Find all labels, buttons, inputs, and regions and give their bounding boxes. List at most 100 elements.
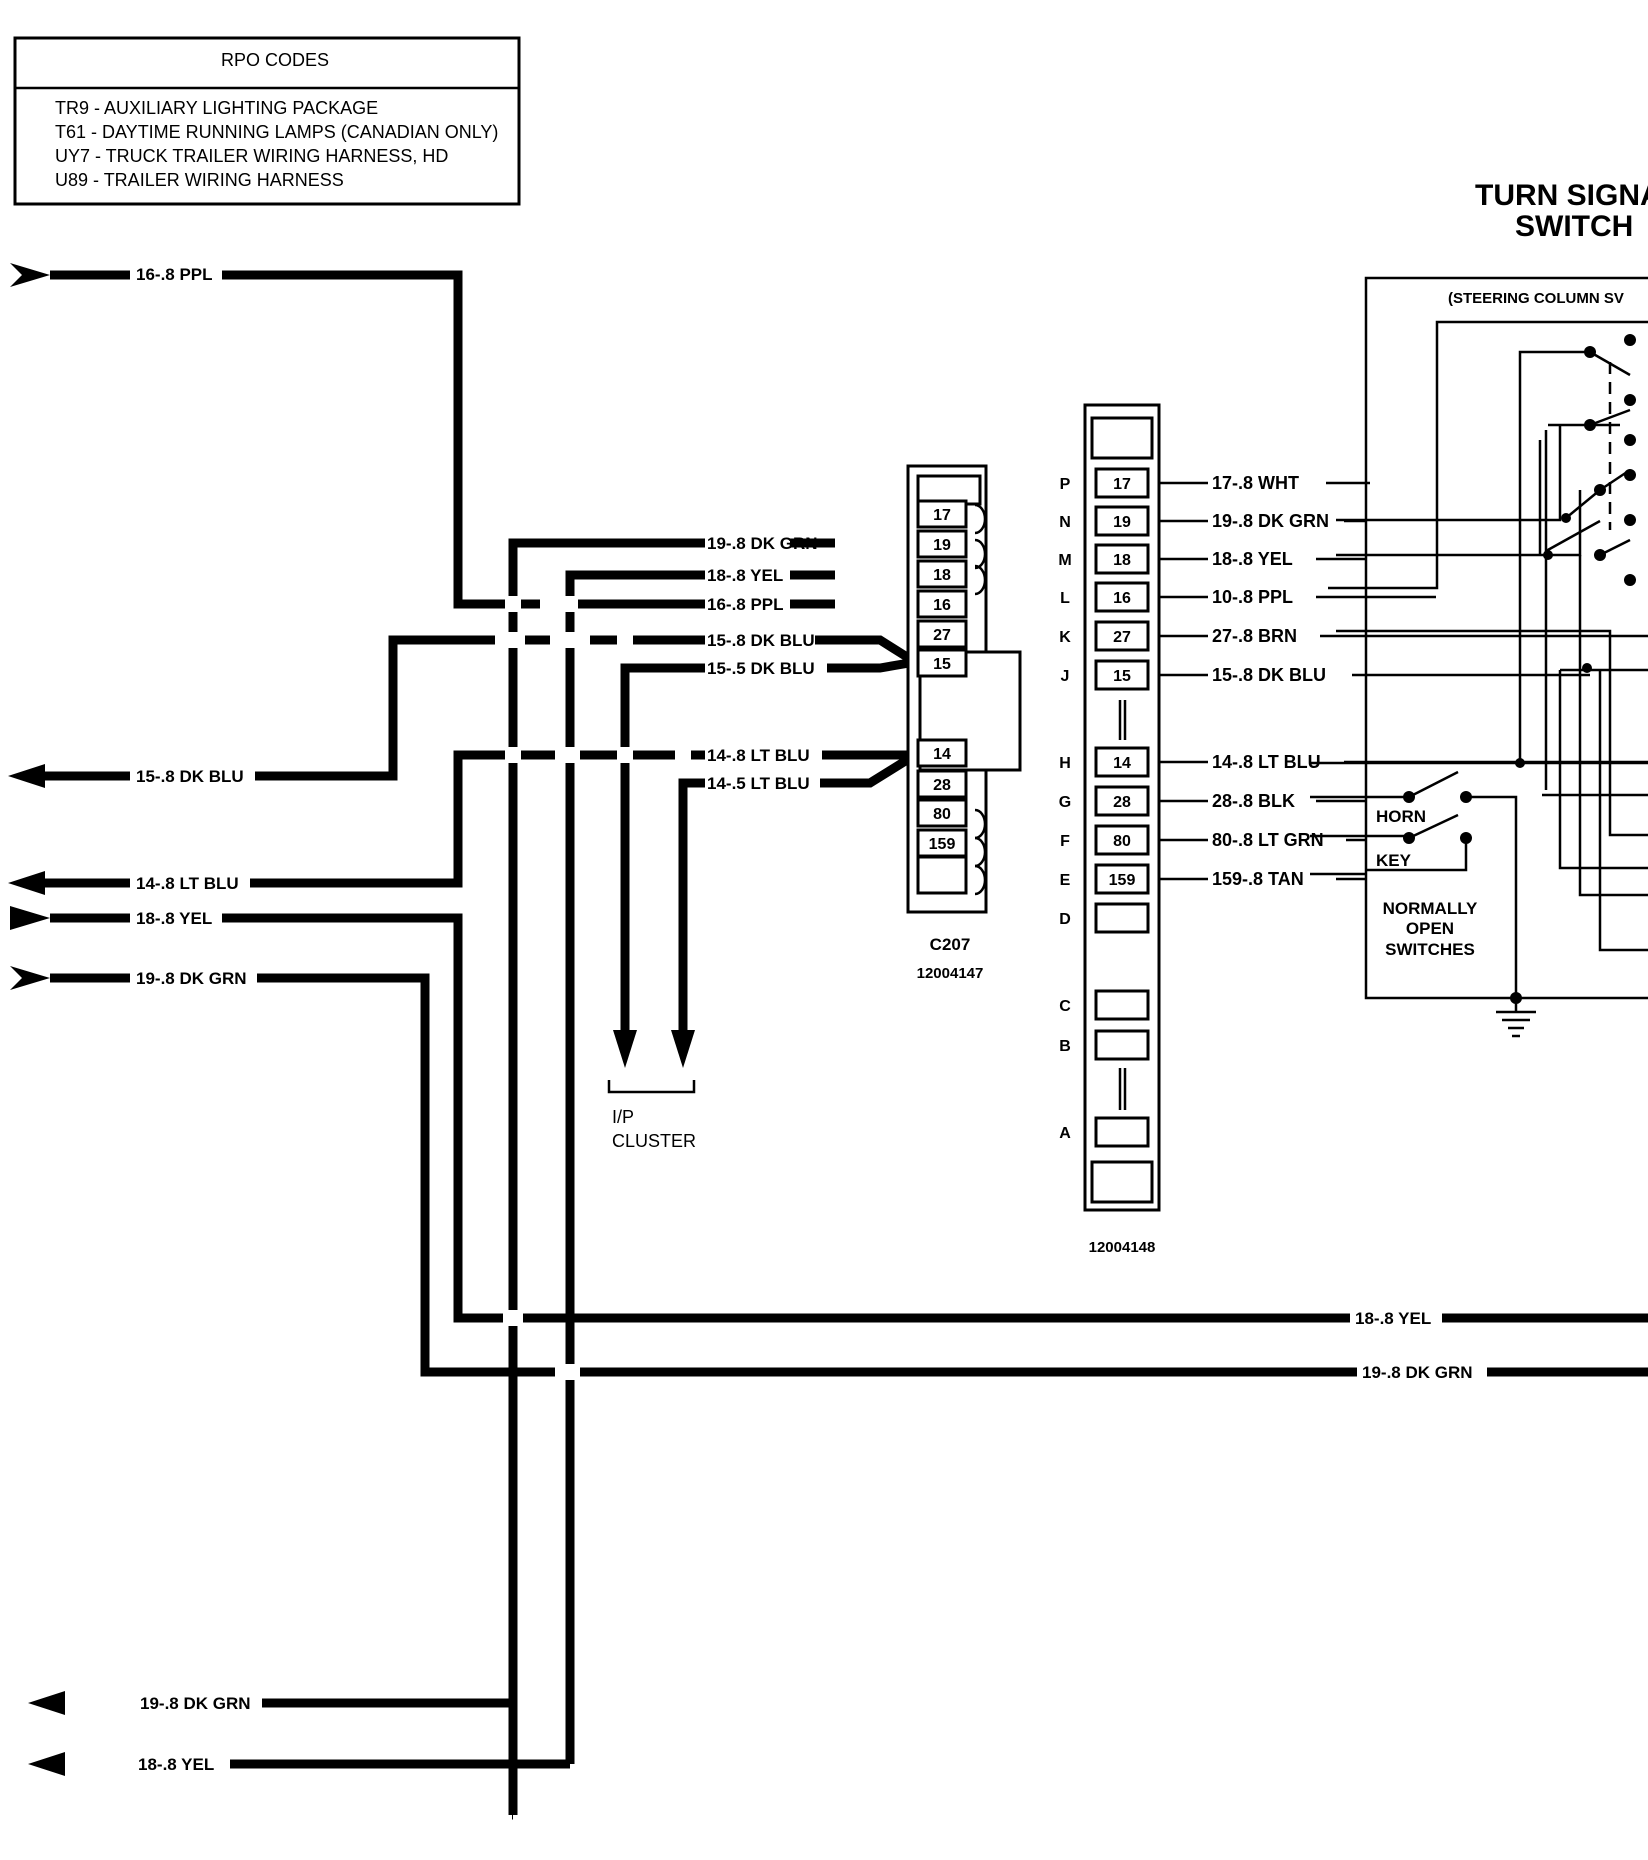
connector2-cavity-letter: C xyxy=(1059,998,1071,1015)
c207-wire-label: 18-.8 YEL xyxy=(707,566,783,585)
right-wire-label: 10-.8 PPL xyxy=(1212,587,1293,607)
connector2-part-number: 12004148 xyxy=(1089,1239,1156,1256)
right-wire-label: 15-.8 DK BLU xyxy=(1212,665,1326,685)
rpo-row: U89 - TRAILER WIRING HARNESS xyxy=(55,170,344,190)
c207-empty-cell xyxy=(916,855,968,895)
switch-note: SWITCHES xyxy=(1385,940,1475,959)
connector2-pin-cell xyxy=(1094,824,1150,856)
c207-pin-number: 14 xyxy=(933,746,951,763)
c207-pin-cell xyxy=(916,619,968,649)
c207-pin-cell xyxy=(916,828,968,858)
c207-pin-cell xyxy=(916,559,968,589)
turn-signal-switch-title: TURN SIGNA SWITCH xyxy=(1475,179,1648,243)
c207-pin-number: 19 xyxy=(933,537,951,554)
connector2-pin-cell xyxy=(1094,746,1150,778)
c207-pin-cell xyxy=(916,798,968,828)
right-wire-label: 28-.8 BLK xyxy=(1212,791,1295,811)
connector2-cavity-letter: H xyxy=(1059,755,1071,772)
connector2-cavity-letter: G xyxy=(1059,794,1071,811)
connector2-pin-number: 28 xyxy=(1113,794,1131,811)
wire-label-dkgrn: 19-.8 DK GRN xyxy=(136,969,247,988)
wire-label-h-dkgrn: 19-.8 DK GRN xyxy=(1362,1363,1473,1382)
wire-label-h-yel: 18-.8 YEL xyxy=(1355,1309,1431,1328)
c207-pin-cell xyxy=(916,738,968,768)
output-arrow-icon xyxy=(8,764,45,788)
c207-wire-label: 19-.8 DK GRN xyxy=(707,534,818,553)
ip-cluster-label: CLUSTER xyxy=(612,1131,696,1151)
c207-pin-number: 80 xyxy=(933,806,951,823)
connector2-cavity-letter: L xyxy=(1060,590,1070,607)
wire-label-dkblu: 15-.8 DK BLU xyxy=(136,767,244,786)
rpo-row: T61 - DAYTIME RUNNING LAMPS (CANADIAN ON… xyxy=(55,122,498,142)
down-arrow-icon xyxy=(613,1030,637,1068)
right-wire-label: 18-.8 YEL xyxy=(1212,549,1293,569)
right-wire-label: 80-.8 LT GRN xyxy=(1212,830,1324,850)
connector2-pin-cell xyxy=(1094,863,1150,895)
connector2-cavity-letter: K xyxy=(1059,629,1071,646)
connector2-pin-number: 17 xyxy=(1113,476,1131,493)
right-wire-label: 159-.8 TAN xyxy=(1212,869,1304,889)
wire-label-ltblu: 14-.8 LT BLU xyxy=(136,874,239,893)
down-arrow-icon xyxy=(671,1030,695,1068)
connector2-pin-cell xyxy=(1094,543,1150,575)
steering-column-label: (STEERING COLUMN SV xyxy=(1448,290,1624,307)
rpo-title: RPO CODES xyxy=(221,50,329,70)
left-wire-labels: 16-.8 PPL 15-.8 DK BLU 14-.8 LT BLU 18-.… xyxy=(136,265,1473,1774)
connector2-cavity-letter: B xyxy=(1059,1038,1071,1055)
switch-title-line2: SWITCH xyxy=(1515,210,1633,243)
connector2-pin-number: 16 xyxy=(1113,590,1131,607)
ip-cluster-label: I/P xyxy=(612,1107,634,1127)
connector2-pin-cell xyxy=(1094,581,1150,613)
connector2-pin-number: 19 xyxy=(1113,514,1131,531)
key-switch-label: KEY xyxy=(1376,851,1412,870)
c207-wire-label: 14-.8 LT BLU xyxy=(707,746,810,765)
wire-label-yel: 18-.8 YEL xyxy=(136,909,212,928)
switch-title-line1: TURN SIGNA xyxy=(1475,179,1648,212)
connector2-pin-number: 80 xyxy=(1113,833,1131,850)
connector2-pin-number: 27 xyxy=(1113,629,1131,646)
turn-signal-switch-block: (STEERING COLUMN SV xyxy=(1310,276,1648,1038)
rpo-codes-box: RPO CODES TR9 - AUXILIARY LIGHTING PACKA… xyxy=(13,36,521,206)
rpo-row: TR9 - AUXILIARY LIGHTING PACKAGE xyxy=(55,98,378,118)
right-wire-label: 14-.8 LT BLU xyxy=(1212,752,1321,772)
right-wire-label: 17-.8 WHT xyxy=(1212,473,1299,493)
c207-pin-number: 159 xyxy=(929,836,956,853)
connector2-pin-cell xyxy=(1094,659,1150,691)
c207-part-number: 12004147 xyxy=(917,965,984,982)
c207-pin-cell xyxy=(916,648,968,678)
c207-pin-cell xyxy=(916,499,968,529)
wire-label-ppl: 16-.8 PPL xyxy=(136,265,213,284)
output-arrow-icon xyxy=(28,1691,65,1715)
connector2-empty-cell xyxy=(1094,989,1150,1021)
c207-wire-label: 16-.8 PPL xyxy=(707,595,784,614)
wire-label-bottom-dkgrn: 19-.8 DK GRN xyxy=(140,1694,251,1713)
c207-pin-number: 27 xyxy=(933,627,951,644)
connector2-empty-cell xyxy=(1094,902,1150,934)
c207-wire-label: 15-.5 DK BLU xyxy=(707,659,815,678)
connector2-cavity-letter: F xyxy=(1060,833,1070,850)
connector2-pin-cell xyxy=(1094,467,1150,499)
switch-note: NORMALLY xyxy=(1383,899,1478,918)
c207-wire-label: 14-.5 LT BLU xyxy=(707,774,810,793)
connector2-pin-cell xyxy=(1094,505,1150,537)
connector2-cavity-letter: M xyxy=(1058,552,1071,569)
c207-pin-number: 16 xyxy=(933,597,951,614)
connector2-pin-number: 15 xyxy=(1113,668,1131,685)
c207-pin-number: 28 xyxy=(933,777,951,794)
wire-arrows xyxy=(8,263,696,1776)
c207-pin-cell xyxy=(916,589,968,619)
output-arrow-icon xyxy=(8,871,45,895)
connector2-pin-number: 14 xyxy=(1113,755,1131,772)
connector2-empty-cell xyxy=(1094,1029,1150,1061)
connector2-cavity-letter: P xyxy=(1060,476,1071,493)
switch-note: OPEN xyxy=(1406,919,1454,938)
connector2-pin-cell xyxy=(1094,620,1150,652)
input-arrow-icon xyxy=(10,966,50,990)
c207-name: C207 xyxy=(930,935,971,954)
right-wire-label: 27-.8 BRN xyxy=(1212,626,1297,646)
connector2-pin-number: 159 xyxy=(1109,872,1136,889)
c207-pin-number: 18 xyxy=(933,567,951,584)
